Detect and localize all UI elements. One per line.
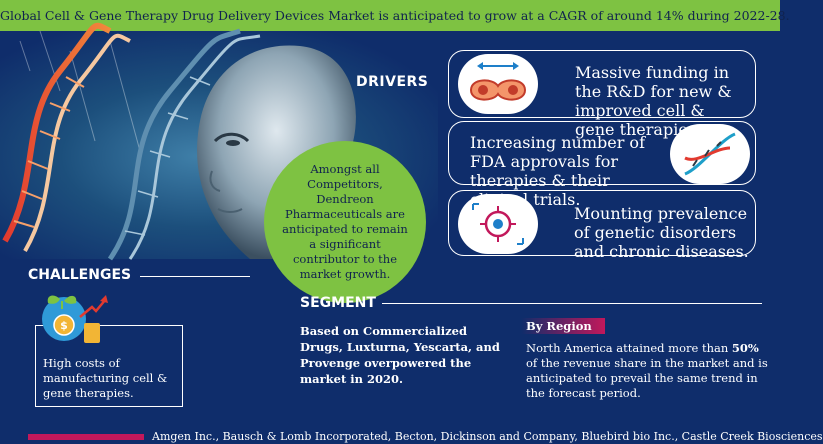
region-label: By Region	[521, 318, 605, 334]
segment-divider	[382, 303, 762, 304]
segment-text: Based on Commercialized Drugs, Luxturna,…	[300, 324, 500, 386]
banner-text: Global Cell & Gene Therapy Drug Delivery…	[0, 8, 790, 23]
region-text-before: North America attained more than	[526, 341, 732, 355]
segment-title: SEGMENT	[300, 295, 376, 311]
hero-image: Amongst all Competitors, Dendreon Pharma…	[0, 22, 438, 303]
top-banner: Global Cell & Gene Therapy Drug Delivery…	[0, 0, 790, 31]
driver-text-3: Mounting prevalence of genetic disorders…	[574, 204, 749, 261]
region-highlight: 50%	[731, 341, 759, 355]
companies-text: Amgen Inc., Bausch & Lomb Incorporated, …	[152, 430, 823, 443]
driver-card-2	[448, 121, 756, 185]
highlight-circle: Amongst all Competitors, Dendreon Pharma…	[264, 141, 426, 303]
svg-text:$: $	[60, 319, 68, 332]
cost-growth-icon: $	[40, 289, 112, 349]
drivers-title: DRIVERS	[356, 74, 429, 90]
challenge-card	[35, 325, 183, 407]
region-text-after: of the revenue share in the market and i…	[526, 356, 768, 400]
driver-card-3	[448, 190, 756, 256]
challenge-text: High costs of manufacturing cell & gene …	[43, 356, 168, 400]
driver-text-1: Massive funding in the R&D for new & imp…	[575, 63, 732, 139]
driver-card-1	[448, 50, 756, 118]
companies-label-bar	[28, 434, 144, 440]
challenges-title: CHALLENGES	[28, 267, 132, 283]
circle-text: Amongst all Competitors, Dendreon Pharma…	[282, 162, 408, 281]
challenges-divider	[140, 276, 250, 277]
dna-icon	[670, 124, 750, 184]
cell-division-icon	[458, 54, 538, 114]
virus-icon	[458, 194, 538, 254]
region-text: North America attained more than 50% of …	[526, 341, 771, 401]
